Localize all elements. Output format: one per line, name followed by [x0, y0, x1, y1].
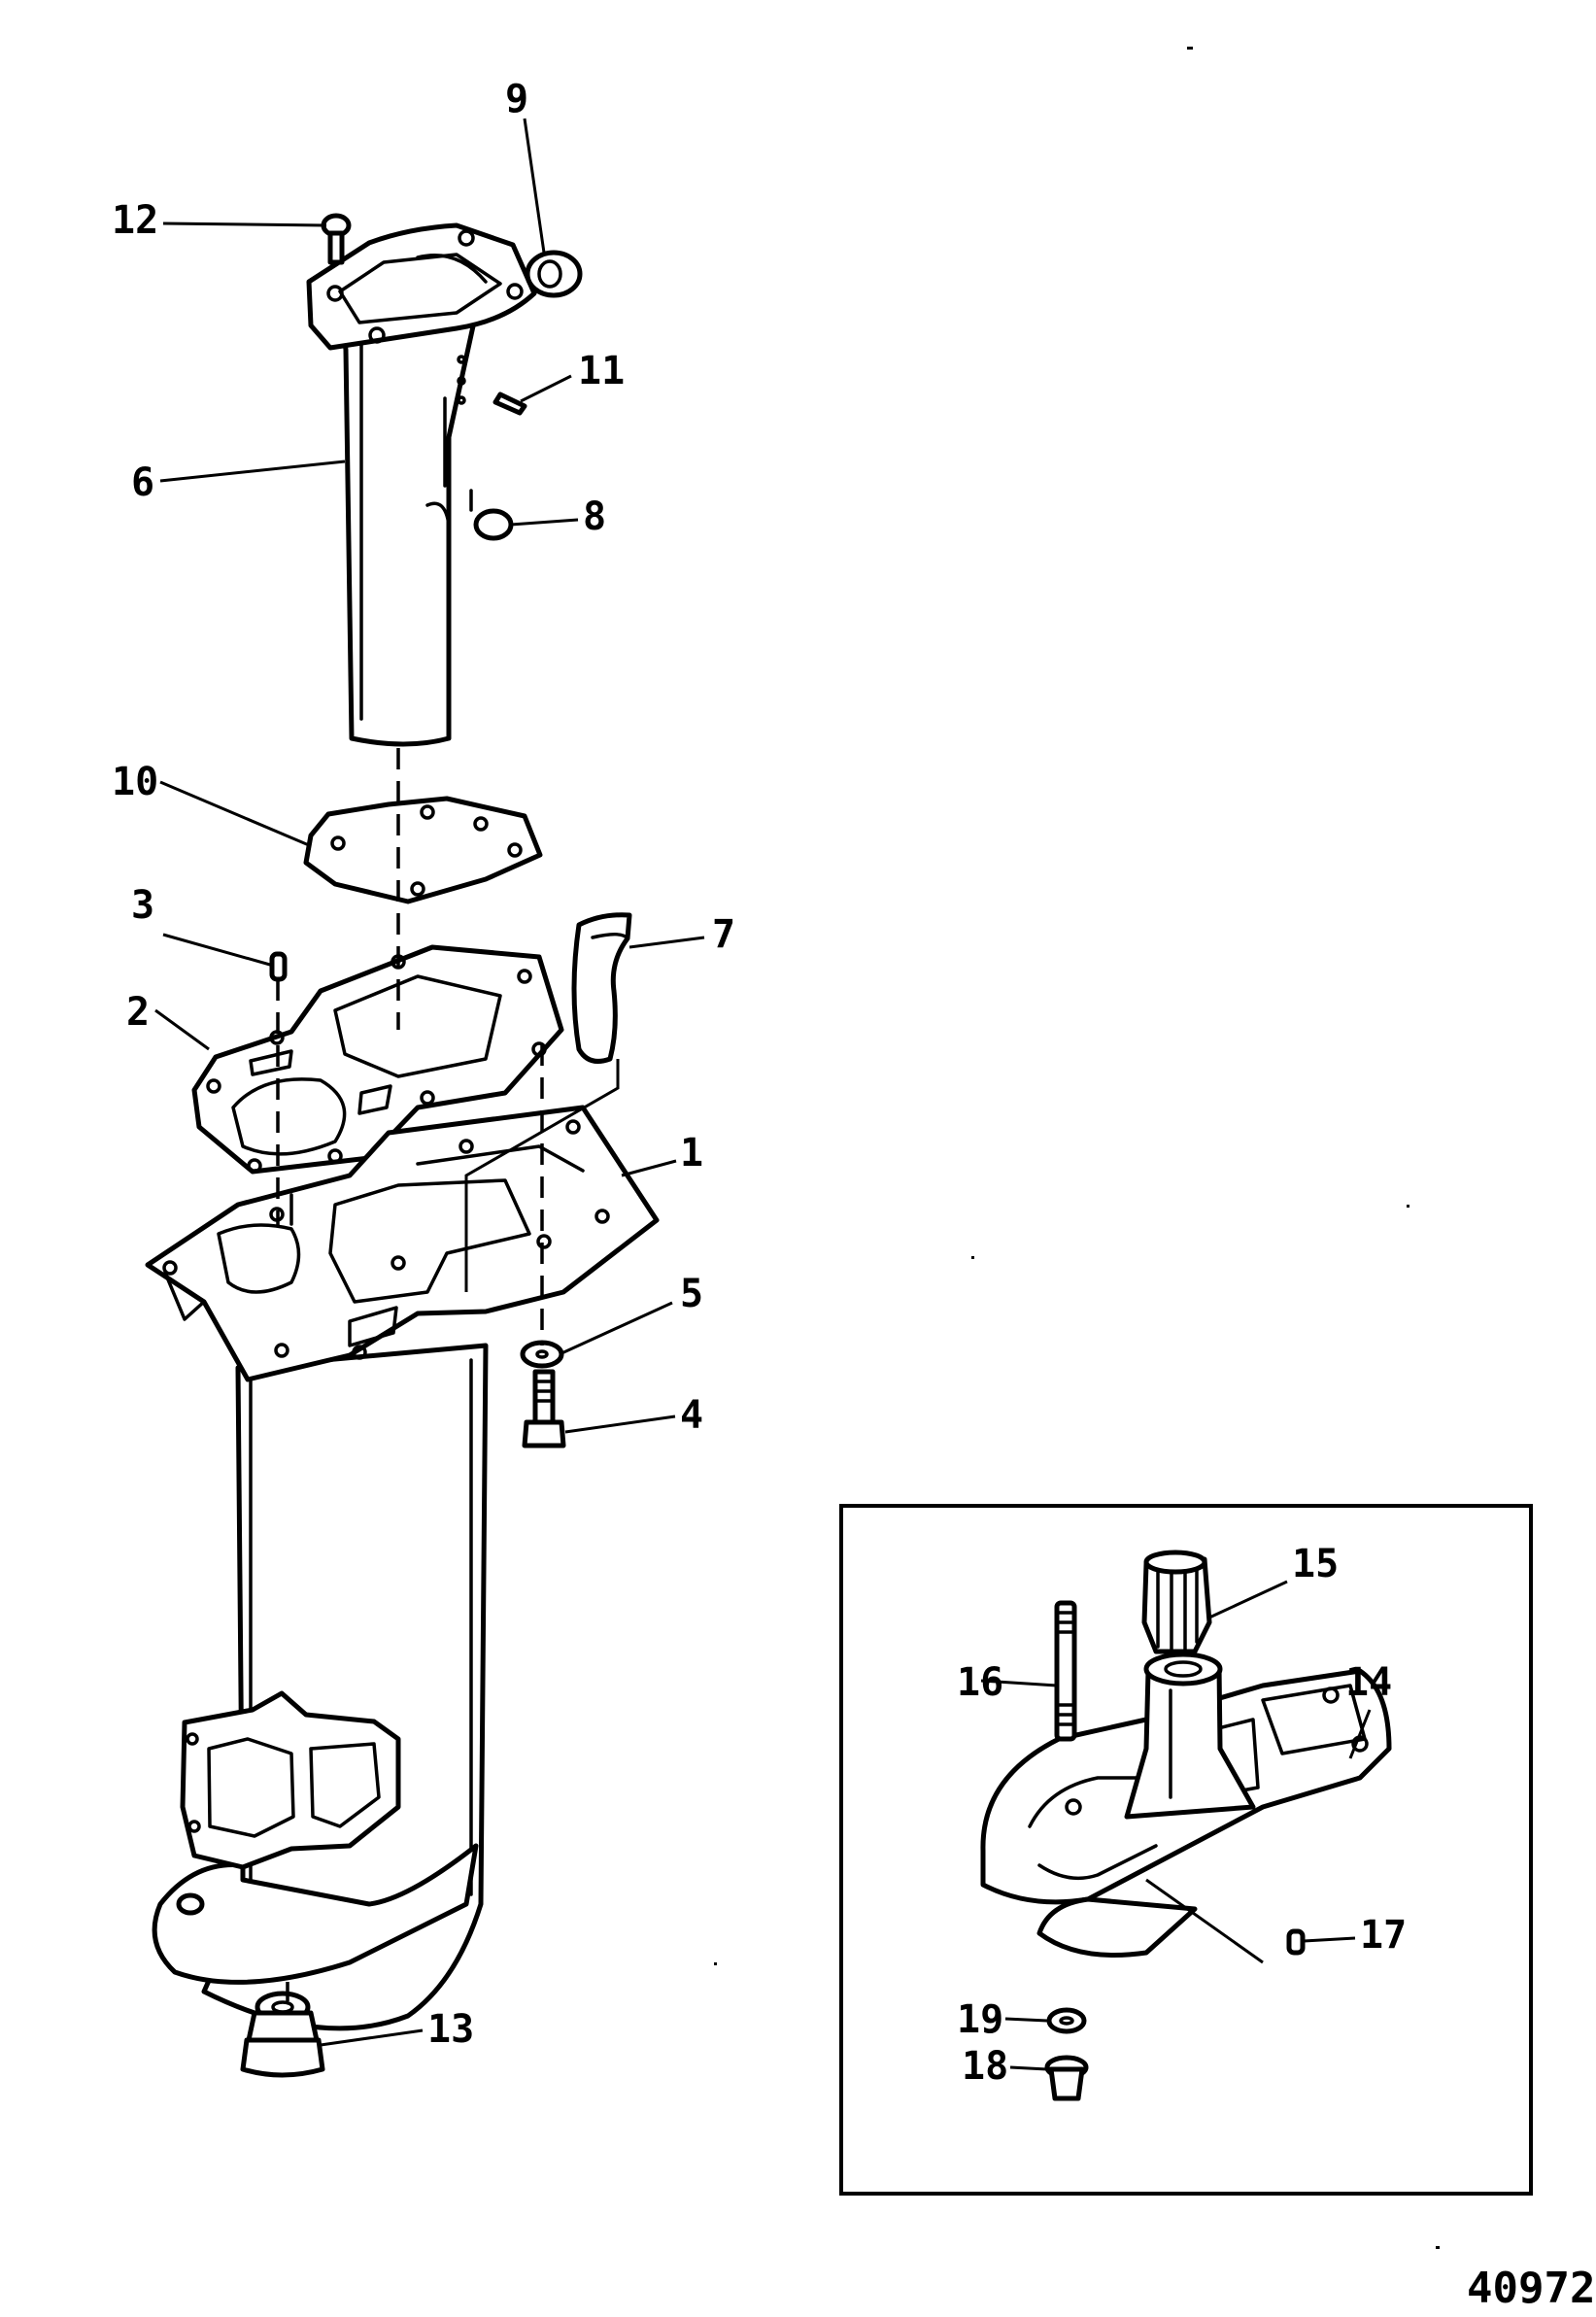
part-1-exhaust-port: [180, 1690, 401, 1870]
callout-18: 18: [962, 2044, 1008, 2089]
callout-17: 17: [1360, 1913, 1407, 1958]
scan-specks: [714, 47, 1440, 2249]
callout-14: 14: [1345, 1660, 1392, 1705]
callout-3: 3: [131, 883, 154, 928]
part-19-washer: [1046, 2007, 1087, 2034]
callout-16: 16: [957, 1660, 1003, 1705]
callout-6: 6: [131, 460, 154, 505]
part-6-top-flange: [306, 222, 537, 351]
part-15-impeller: [1141, 1550, 1212, 1654]
callout-13: 13: [427, 2007, 474, 2052]
callout-8: 8: [583, 494, 606, 539]
callout-19: 19: [957, 1997, 1003, 2042]
part-4-bolt: [522, 1369, 566, 1448]
callout-2: 2: [126, 990, 150, 1035]
part-9-grommet: [525, 250, 583, 298]
part-7-cover: [571, 912, 632, 1064]
callout-7: 7: [712, 912, 735, 957]
callout-4: 4: [680, 1393, 703, 1438]
part-12-screw: [321, 213, 352, 265]
inset-frame: [839, 1504, 1533, 2196]
callout-10: 10: [112, 760, 158, 804]
callout-5: 5: [680, 1272, 703, 1316]
part-1-mounting-flange: [145, 1105, 660, 1382]
part-14-pump-tower: [1124, 1652, 1256, 1820]
part-17-mount-line: [1145, 1878, 1264, 1964]
part-13-grommet: [240, 1991, 325, 2078]
part-2-gasket: [191, 944, 564, 1175]
part-3-dowel-pin: [269, 951, 288, 982]
part-1-anti-cavitation-plate: [152, 1843, 479, 1985]
callout-9: 9: [505, 77, 528, 121]
part-7-mount-line: [464, 1059, 620, 1292]
part-11-pin: [492, 392, 527, 416]
figure-number: 40972: [1467, 2264, 1595, 2313]
callout-15: 15: [1292, 1542, 1339, 1586]
callout-labels: 1 2 3 4 5 6 7 8 9 10 11 12 13 14 15 16 1…: [112, 77, 1595, 2313]
callout-11: 11: [578, 349, 625, 393]
part-6-driveshaft-housing: [339, 310, 479, 747]
part-8-plug: [469, 489, 514, 541]
part-17-dowel: [1286, 1928, 1306, 1956]
part-10-gasket: [303, 796, 543, 904]
leader-lines: [154, 118, 1372, 2071]
callout-12: 12: [112, 198, 158, 243]
part-16-stud: [1054, 1600, 1077, 1742]
callout-1: 1: [680, 1131, 703, 1176]
part-18-plug: [1044, 2055, 1089, 2101]
part-5-washer: [520, 1340, 564, 1369]
